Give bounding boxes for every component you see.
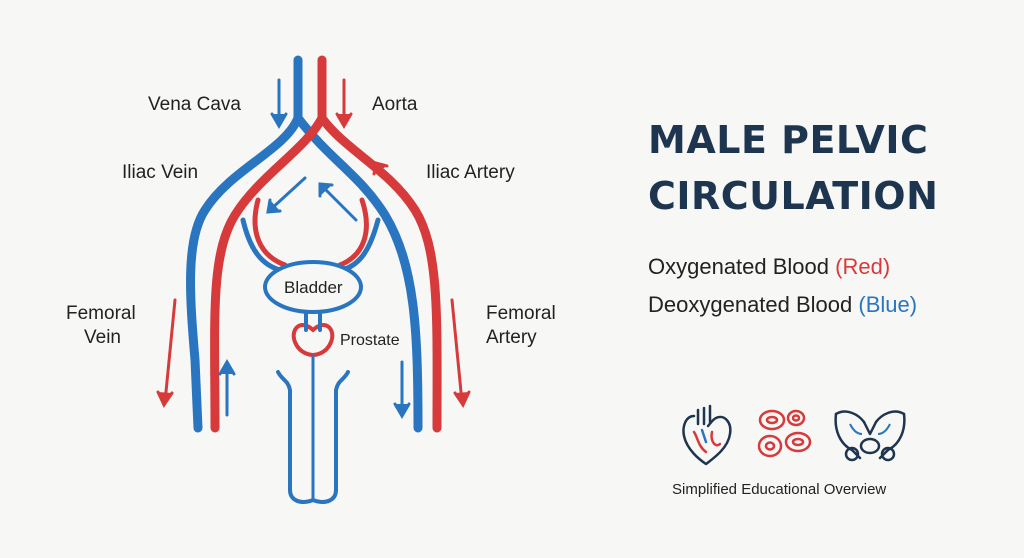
- label-aorta: Aorta: [372, 94, 418, 115]
- arrow-iliac-artery: [372, 161, 412, 202]
- heart-icon: [682, 404, 732, 466]
- arrow-left-up: [218, 359, 236, 417]
- left-iliac-vein-vessel: [186, 113, 303, 433]
- blood-cells-icon: [757, 409, 812, 458]
- arrow-femoral-vein: [156, 298, 177, 409]
- arrow-right-down: [393, 360, 411, 419]
- legend-oxygenated: Oxygenated Blood (Red): [648, 254, 890, 280]
- label-iliac-artery: Iliac Artery: [426, 162, 515, 183]
- arrow-vena-cava: [270, 78, 288, 129]
- right-iliac-vein-vessel: [293, 113, 423, 433]
- legend-deoxygenated-text: Deoxygenated Blood: [648, 292, 853, 317]
- pelvis-icon: [834, 410, 906, 462]
- prostate-shape: [291, 323, 335, 357]
- footer-caption: Simplified Educational Overview: [672, 481, 887, 498]
- arrow-inner-right: [318, 182, 358, 222]
- left-iliac-artery-vessel: [210, 113, 327, 433]
- right-iliac-artery-vessel: [317, 113, 442, 433]
- label-bladder: Bladder: [284, 278, 343, 297]
- legend-oxygenated-color: (Red): [835, 254, 891, 279]
- arrow-inner-left: [266, 176, 307, 214]
- red-branch-left: [252, 197, 288, 268]
- title-line-1: MALE PELVIC: [648, 118, 929, 162]
- label-femoral-artery-line2: Artery: [486, 327, 537, 348]
- page-title: MALE PELVIC CIRCULATION: [648, 112, 938, 224]
- legend-oxygenated-text: Oxygenated Blood: [648, 254, 830, 279]
- label-femoral-artery-line1: Femoral: [486, 303, 556, 324]
- legend-deoxygenated-color: (Blue): [858, 292, 918, 317]
- label-femoral-vein-line2: Vein: [84, 327, 121, 348]
- title-line-2: CIRCULATION: [648, 174, 939, 218]
- blue-branch-left: [240, 217, 283, 273]
- label-iliac-vein: Iliac Vein: [122, 162, 199, 183]
- red-branch-right: [337, 197, 369, 268]
- arrow-aorta: [335, 78, 353, 129]
- legend-deoxygenated: Deoxygenated Blood (Blue): [648, 292, 917, 318]
- label-femoral-vein-line1: Femoral: [66, 303, 136, 324]
- label-vena-cava: Vena Cava: [148, 94, 241, 115]
- arrow-femoral-artery: [450, 298, 471, 409]
- bladder-shape: [263, 260, 363, 314]
- urethra-outline: [304, 310, 322, 332]
- label-prostate: Prostate: [340, 332, 400, 349]
